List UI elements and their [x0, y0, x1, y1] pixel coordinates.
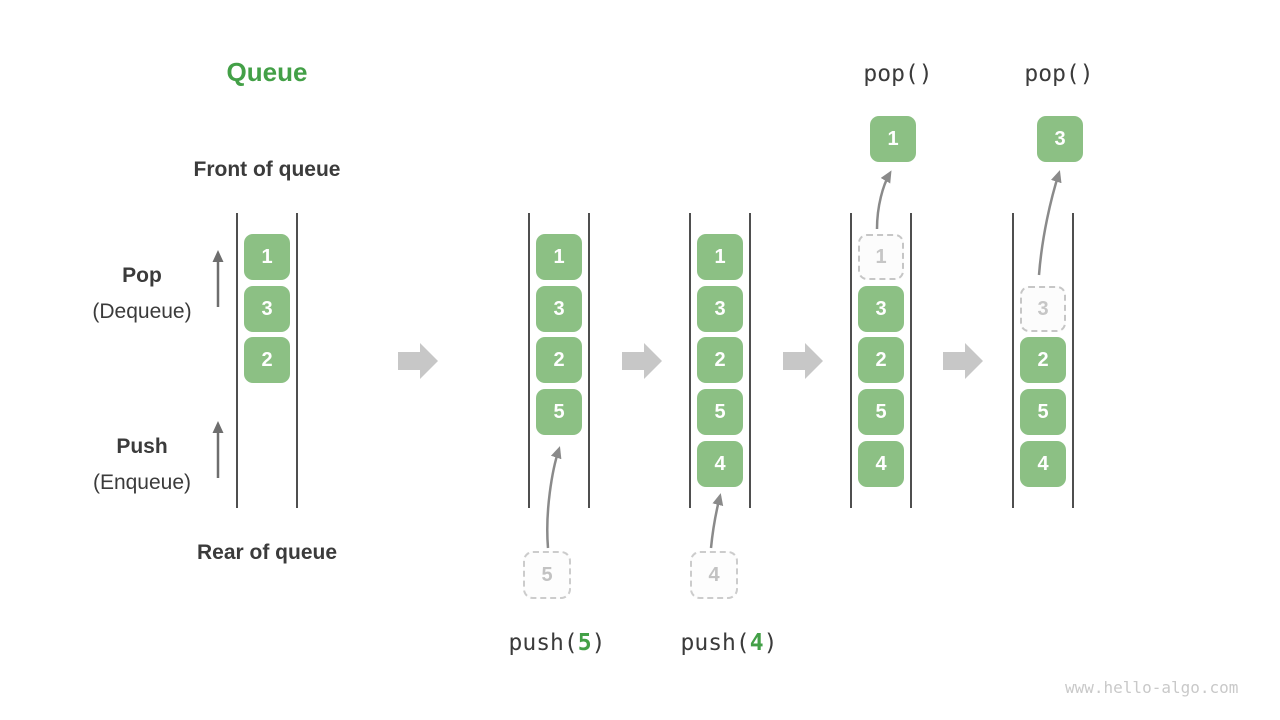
- queue-state-5: 3 2 5 4: [1012, 213, 1074, 508]
- push-call-label-5: push(5): [487, 630, 627, 656]
- push-label: Push: [116, 435, 168, 458]
- queue-item: 2: [1020, 337, 1066, 383]
- rear-of-queue-label: Rear of queue: [196, 541, 338, 564]
- site-watermark: www.hello-algo.com: [1065, 678, 1239, 697]
- pop-operation-label: Pop (Dequeue): [52, 258, 232, 330]
- pending-push-item-5: 5: [523, 551, 571, 599]
- queue-item: 2: [697, 337, 743, 383]
- queue-state-1: 1 3 2: [236, 213, 298, 508]
- queue-item: 2: [244, 337, 290, 383]
- state-transition-arrow-2: [622, 343, 662, 379]
- queue-item: 5: [697, 389, 743, 435]
- pop-call-label-1: pop(): [863, 61, 933, 87]
- queue-item: 3: [858, 286, 904, 332]
- push-call-arg: 4: [749, 630, 764, 656]
- queue-item: 1: [536, 234, 582, 280]
- queue-item-ghost: 3: [1020, 286, 1066, 332]
- popped-item-1: 1: [870, 116, 916, 162]
- queue-item: 4: [1020, 441, 1066, 487]
- queue-item: 3: [697, 286, 743, 332]
- queue-item: 5: [858, 389, 904, 435]
- state-transition-arrow-1: [398, 343, 438, 379]
- queue-item: 3: [536, 286, 582, 332]
- pending-push-item-4: 4: [690, 551, 738, 599]
- state-transition-arrow-4: [943, 343, 983, 379]
- queue-item: 1: [697, 234, 743, 280]
- queue-item-ghost: 1: [858, 234, 904, 280]
- push-call-arg: 5: [577, 630, 592, 656]
- queue-state-3: 1 3 2 5 4: [689, 213, 751, 508]
- queue-item: 3: [244, 286, 290, 332]
- dequeue-alias-label: (Dequeue): [92, 300, 192, 323]
- queue-item: 5: [536, 389, 582, 435]
- state-transition-arrow-3: [783, 343, 823, 379]
- queue-item: 4: [697, 441, 743, 487]
- push-operation-label: Push (Enqueue): [52, 429, 232, 501]
- popped-item-3: 3: [1037, 116, 1083, 162]
- diagram-title: Queue: [226, 57, 308, 87]
- pop-label: Pop: [122, 264, 162, 287]
- queue-state-4: 1 3 2 5 4: [850, 213, 912, 508]
- push-call-post: ): [763, 630, 778, 656]
- push-call-pre: push(: [508, 630, 578, 656]
- queue-state-2: 1 3 2 5: [528, 213, 590, 508]
- push-call-pre: push(: [680, 630, 750, 656]
- queue-item: 1: [244, 234, 290, 280]
- push-call-post: ): [591, 630, 606, 656]
- queue-item: 5: [1020, 389, 1066, 435]
- queue-item: 4: [858, 441, 904, 487]
- front-of-queue-label: Front of queue: [193, 158, 341, 181]
- pop-call-label-2: pop(): [1024, 61, 1094, 87]
- enqueue-alias-label: (Enqueue): [92, 471, 192, 494]
- push-call-label-4: push(4): [659, 630, 799, 656]
- queue-item: 2: [536, 337, 582, 383]
- queue-item: 2: [858, 337, 904, 383]
